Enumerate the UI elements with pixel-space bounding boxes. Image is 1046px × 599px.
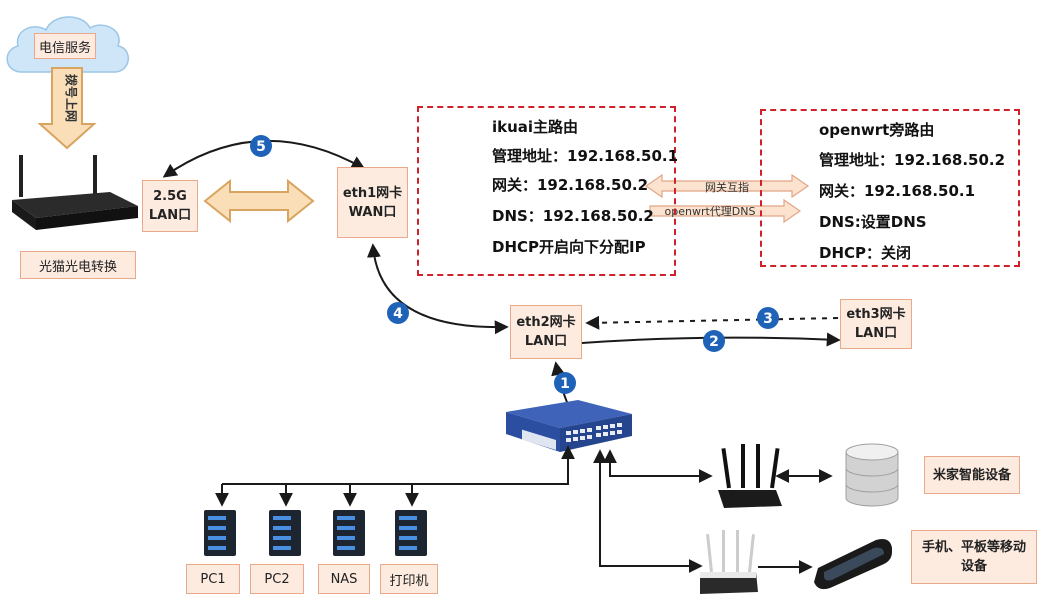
step-circle-2: 2 [703, 330, 725, 352]
eth1-line2: WAN口 [348, 204, 397, 220]
telecom-service-label: 电信服务 [38, 40, 91, 56]
printer-server-icon [395, 510, 427, 556]
mobile-label-box: 手机、平板等移动设备 [911, 530, 1037, 584]
modem-label: 光猫光电转换 [38, 259, 117, 275]
link-4-curve [366, 243, 509, 335]
modem-lan-port-box: 2.5G LAN口 [142, 180, 198, 232]
double-arrow-link [203, 178, 315, 224]
step-circle-1: 1 [554, 372, 576, 394]
modem-router-icon [12, 155, 138, 230]
ikuai-mgmt-address: 管理地址：192.168.50.1 [492, 147, 679, 165]
pc1-server-icon [204, 510, 236, 556]
eth2-line2: LAN口 [524, 334, 568, 349]
ikuai-dns: DNS：192.168.50.2 [492, 207, 654, 225]
link-3-dashed [585, 315, 839, 330]
openwrt-mgmt-address: 管理地址：192.168.50.2 [819, 151, 1006, 169]
pc2-label-box: PC2 [250, 564, 304, 594]
modem-port-line1: 2.5G [153, 189, 187, 204]
nas-label-box: NAS [318, 564, 370, 594]
svg-text:4: 4 [393, 306, 403, 322]
pc2-server-icon [269, 510, 301, 556]
step-circle-3: 3 [757, 307, 779, 329]
modem-label-box: 光猫光电转换 [20, 251, 136, 279]
ikuai-router-panel [417, 106, 676, 276]
step-circle-5: 5 [250, 135, 272, 157]
openwrt-title: openwrt旁路由 [819, 121, 935, 139]
dial-down-arrow [37, 67, 97, 150]
network-switch-icon [506, 400, 632, 452]
wifi-router-icon [718, 444, 782, 508]
pc2-label: PC2 [264, 571, 290, 587]
eth2-line1: eth2网卡 [516, 315, 576, 330]
mobile-label: 手机、平板等移动设备 [921, 540, 1026, 574]
dns-proxy-label: openwrt代理DNS [665, 205, 756, 218]
wifi-router-2-icon [700, 530, 758, 594]
dns-proxy-arrow [649, 198, 802, 224]
svg-text:5: 5 [256, 139, 266, 155]
modem-port-line2: LAN口 [148, 208, 192, 223]
eth3-line2: LAN口 [854, 326, 898, 341]
mijia-label-box: 米家智能设备 [924, 456, 1020, 494]
nas-label: NAS [330, 571, 358, 587]
openwrt-gateway: 网关：192.168.50.1 [819, 182, 976, 200]
eth3-line1: eth3网卡 [846, 307, 906, 322]
ikuai-gateway: 网关：192.168.50.2 [492, 176, 649, 194]
ap1-wire [603, 449, 713, 483]
mijia-label: 米家智能设备 [932, 467, 1011, 483]
eth1-line1: eth1网卡 [342, 185, 403, 201]
svg-text:1: 1 [560, 376, 570, 392]
ap2-wire [593, 449, 703, 573]
gateway-mutual-arrow [644, 173, 810, 199]
svg-text:3: 3 [763, 311, 773, 327]
eth2-lan-box: eth2网卡 LAN口 [510, 305, 582, 359]
step-circle-4: 4 [387, 302, 409, 324]
svg-text:2: 2 [709, 334, 719, 350]
ikuai-title: ikuai主路由 [492, 118, 579, 136]
phone-icon [814, 539, 892, 590]
telecom-service-box: 电信服务 [34, 33, 96, 59]
pc1-label: PC1 [200, 571, 226, 587]
pc1-label-box: PC1 [186, 564, 240, 594]
openwrt-dns: DNS:设置DNS [819, 213, 927, 231]
eth1-wan-box: eth1网卡 WAN口 [337, 167, 408, 238]
openwrt-dhcp: DHCP：关闭 [819, 244, 912, 262]
lan-bus-wire [222, 445, 575, 485]
gateway-mutual-label: 网关互指 [705, 180, 749, 194]
printer-label-box: 打印机 [380, 564, 438, 594]
printer-label: 打印机 [389, 573, 429, 589]
dial-up-label: 拨号上网 [64, 74, 79, 122]
eth3-lan-box: eth3网卡 LAN口 [840, 299, 912, 349]
openwrt-router-panel [760, 109, 1020, 267]
smart-device-icon [845, 443, 899, 507]
nas-server-icon [333, 510, 365, 556]
ikuai-dhcp: DHCP开启向下分配IP [492, 238, 646, 256]
